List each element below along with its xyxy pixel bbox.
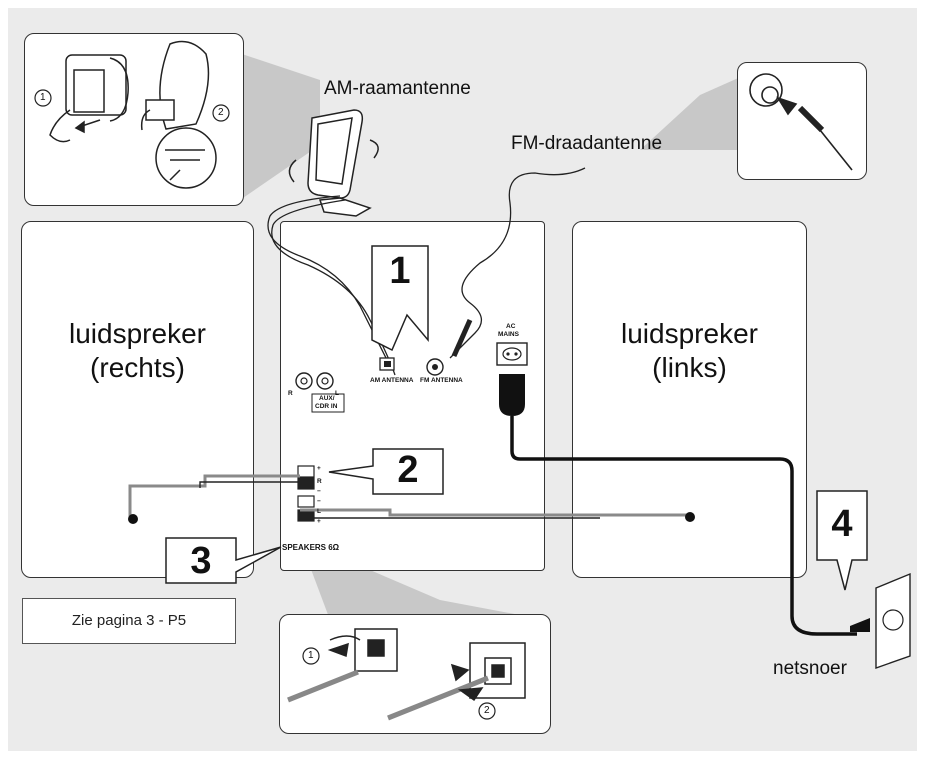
am-antenna-jack-label: AM ANTENNA xyxy=(370,377,414,384)
speaker-left-terminal-dot xyxy=(685,512,695,522)
terminal-r-label: R xyxy=(317,478,322,485)
am-sub-step-1: 1 xyxy=(40,92,46,103)
spk-sub-step-1-circle xyxy=(302,647,320,665)
fm-antenna-label: FM-draadantenne xyxy=(511,133,663,154)
mains-cord-label: netsnoer xyxy=(773,658,847,679)
step-1-callout xyxy=(371,245,429,352)
speaker-left-line1: luidspreker xyxy=(621,318,758,349)
am-loop-antenna-drawing xyxy=(288,109,379,217)
am-antenna-label: AM-raamantenne xyxy=(324,78,471,99)
speaker-clip-drawing xyxy=(287,628,526,721)
speaker-zoom-cone xyxy=(300,540,520,620)
am-antenna-wire xyxy=(267,195,391,367)
aux-r-label: R xyxy=(288,390,293,397)
ac-mains-label-1: AC xyxy=(506,323,516,330)
terminal-plus-2: + xyxy=(317,518,321,525)
power-plug-inset xyxy=(737,62,867,180)
speaker-right-terminal-dot xyxy=(128,514,138,524)
terminal-l-label: L xyxy=(317,508,321,515)
terminal-plus-1: + xyxy=(317,465,321,472)
step-2-number: 2 xyxy=(397,449,419,491)
speaker-terminals xyxy=(297,465,315,522)
aux-l-label: L xyxy=(335,390,339,397)
fm-antenna-wire xyxy=(449,167,586,359)
speaker-right-label: luidspreker (rechts) xyxy=(21,317,254,385)
aux-label-2: CDR IN xyxy=(315,403,338,410)
step-4-callout xyxy=(816,490,868,591)
step-3-callout xyxy=(165,537,282,584)
speaker-wire-right xyxy=(128,474,300,518)
fm-antenna-jack-label: FM ANTENNA xyxy=(420,377,463,384)
power-plug-drawing xyxy=(749,73,853,171)
speakers-label: SPEAKERS 6Ω xyxy=(282,543,340,552)
am-sub-step-2-circle xyxy=(212,104,230,122)
step-1-number: 1 xyxy=(389,250,411,292)
terminal-minus-1: − xyxy=(317,488,321,495)
terminal-minus-2: − xyxy=(317,498,321,505)
spk-sub-step-2: 2 xyxy=(484,705,490,716)
step-2-callout xyxy=(328,448,444,495)
step-4-number: 4 xyxy=(831,503,853,545)
fm-plug-zoom-cone xyxy=(640,75,745,150)
aux-label-1: AUX/ xyxy=(319,395,335,402)
speaker-right-line2: (rechts) xyxy=(90,352,185,383)
spk-sub-step-2-circle xyxy=(478,702,496,720)
speaker-wire-left xyxy=(300,508,690,517)
mains-cord xyxy=(510,416,857,636)
am-sub-step-2: 2 xyxy=(218,107,224,118)
step-3-number: 3 xyxy=(190,540,212,582)
speaker-left-line2: (links) xyxy=(652,352,727,383)
spk-sub-step-1: 1 xyxy=(308,650,314,661)
ac-mains-label-2: MAINS xyxy=(498,331,519,338)
speaker-right-line1: luidspreker xyxy=(69,318,206,349)
am-antenna-assembly-drawing xyxy=(49,40,217,189)
am-sub-step-1-circle xyxy=(34,89,52,107)
see-page-note: Zie pagina 3 - P5 xyxy=(22,598,236,644)
speaker-left-label: luidspreker (links) xyxy=(572,317,807,385)
ac-power-plug xyxy=(499,374,525,416)
